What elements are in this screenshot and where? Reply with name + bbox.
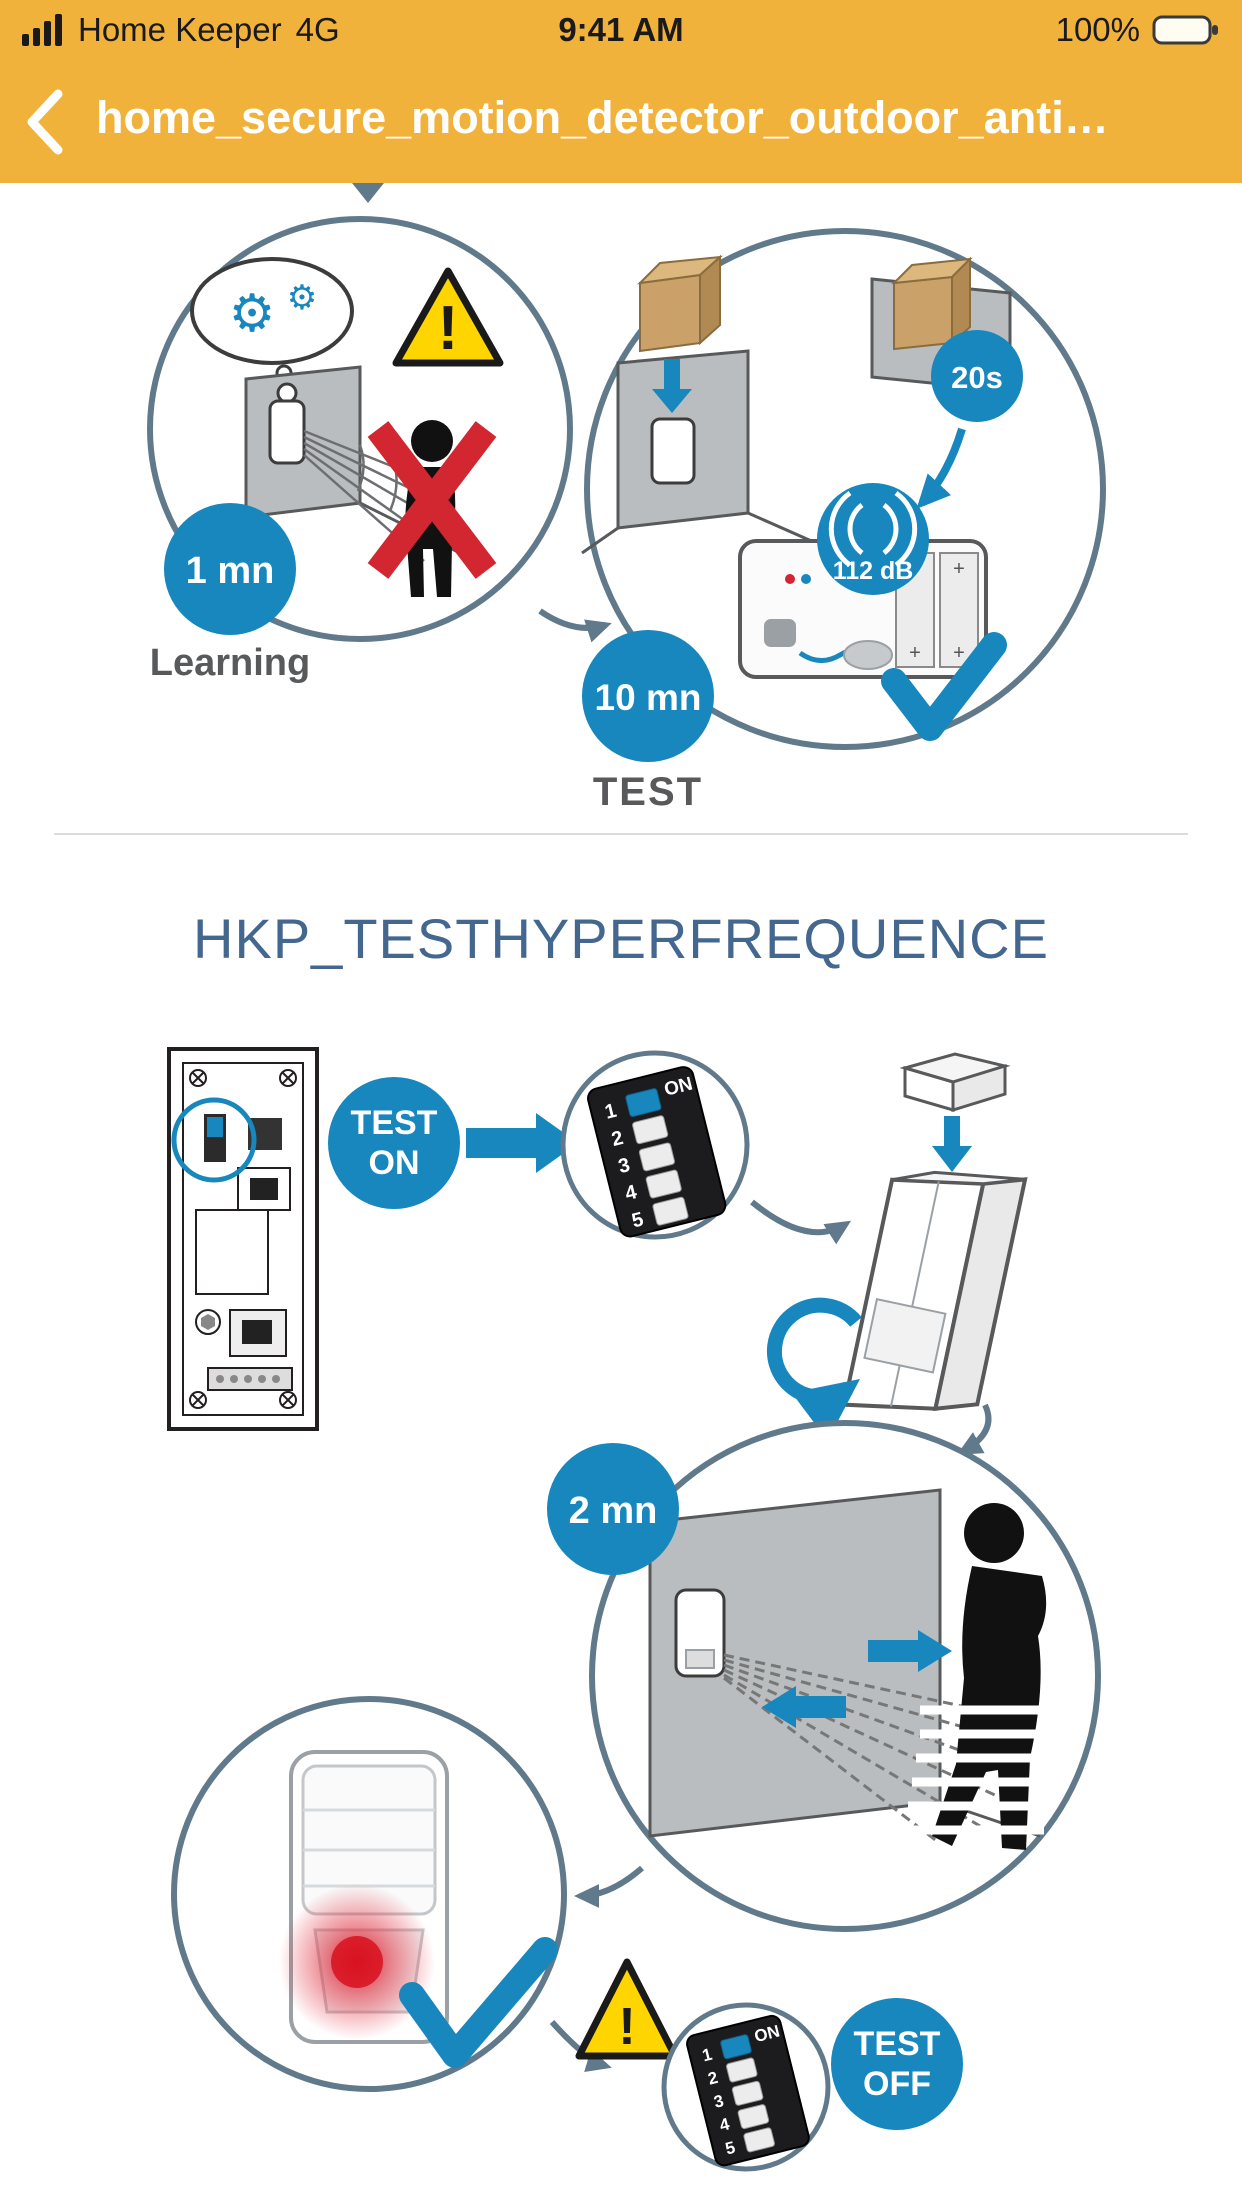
delay-badge	[931, 330, 1023, 422]
battery-holder	[195, 1209, 269, 1295]
dip-switch-detail: ON 1 2 3 4 5	[560, 1050, 750, 1240]
walk-test-illustration: 2 mn	[547, 1420, 1101, 1932]
detector-interior-view	[167, 1047, 319, 1431]
gear-icon: ⚙	[287, 279, 317, 317]
dip-switch-2	[632, 1115, 669, 1145]
walk-duration-label: 2 mn	[569, 1490, 658, 1532]
step-connector-arrow	[956, 1403, 992, 1455]
warning-icon: !	[392, 267, 504, 367]
test-off-badge: TEST OFF	[831, 1998, 963, 2130]
checkmark-icon	[881, 632, 1007, 741]
battery-percent-label: 100%	[1055, 11, 1140, 48]
siren-unit: + + + +	[738, 539, 988, 679]
network-type-label: 4G	[295, 11, 340, 48]
carrier-label: Home Keeper	[78, 11, 282, 48]
siren-volume-badge: 112 dB	[817, 483, 929, 595]
switch-highlight-ring	[171, 1097, 257, 1183]
nav-bar: home_secure_motion_detector_outdoor_anti…	[0, 60, 1242, 183]
test-duration-label: 10 mn	[595, 677, 702, 718]
step-connector-arrow	[750, 1199, 852, 1245]
walking-person-silhouette	[904, 1503, 1055, 1850]
cover-slab	[899, 1052, 1011, 1113]
led-confirmation-illustration	[171, 1696, 567, 2092]
dip-switch-4	[645, 1169, 682, 1199]
dip-switch-5	[743, 2127, 775, 2153]
battery-icon	[1152, 15, 1218, 45]
test-on-line1: TEST	[351, 1104, 438, 1142]
checkmark-icon	[399, 1937, 558, 2068]
dip-switch-1	[625, 1088, 662, 1117]
back-chevron-icon[interactable]	[18, 84, 74, 160]
learning-test-diagram: ⚙ ⚙	[147, 183, 1106, 814]
test-off-line2: OFF	[863, 2065, 931, 2103]
test-on-badge: TEST ON	[328, 1077, 460, 1209]
close-cover-illustration	[766, 1052, 1028, 1441]
learning-illustration: ⚙ ⚙	[147, 216, 573, 684]
thought-bubble	[190, 257, 354, 365]
section-title: HKP_TESTHYPERFREQUENCE	[193, 907, 1049, 970]
learning-duration-label: 1 mn	[186, 550, 275, 592]
test-on-arrow-icon	[466, 1113, 578, 1173]
beam-stripes	[904, 1705, 1055, 1835]
battery-plus-mark: +	[953, 642, 965, 664]
dip-number: 2	[706, 2068, 720, 2089]
duration-badge	[164, 503, 296, 635]
dip-number: 2	[609, 1127, 625, 1151]
dip-switch-detail: ON 1 2 3 4 5	[661, 2002, 831, 2172]
learning-caption: Learning	[150, 642, 310, 684]
walk-direction-arrow-right	[868, 1630, 952, 1672]
cardboard-box	[637, 254, 723, 353]
test-caption: TEST	[593, 770, 703, 814]
duration-badge	[582, 630, 714, 762]
hyperfrequency-test-diagram: TEST ON ON 1	[167, 1047, 1101, 2172]
step-connector-arrow	[574, 1865, 644, 1908]
dip-number: 3	[616, 1154, 632, 1178]
dip-switch-3	[638, 1142, 675, 1172]
warning-icon: !	[575, 1958, 679, 2060]
step-connector-arrow	[538, 608, 612, 643]
dip-number: 1	[700, 2045, 714, 2066]
dip-number: 3	[712, 2091, 726, 2112]
gear-icon: ⚙	[229, 285, 276, 343]
rotate-arrow-icon	[766, 1297, 862, 1441]
battery-slot	[939, 552, 979, 668]
cover-arrow-icon	[932, 1116, 972, 1172]
exclamation-mark: !	[438, 294, 459, 363]
test-off-line1: TEST	[854, 2025, 941, 2063]
battery-plus-mark: +	[909, 642, 921, 664]
app-header: Home Keeper 4G 9:41 AM 100% home_secure_…	[0, 0, 1242, 183]
section-divider	[54, 833, 1188, 835]
detector-body	[841, 1170, 1028, 1412]
cover-arrow-icon	[652, 359, 692, 413]
battery-plus-mark: +	[953, 558, 965, 580]
document-scroll-area[interactable]: ⚙ ⚙	[0, 183, 1242, 2208]
dip-switch-5	[652, 1196, 689, 1226]
walk-direction-arrow-left	[762, 1686, 846, 1728]
signal-bars-icon	[22, 14, 62, 46]
dip-switch-4	[737, 2104, 770, 2130]
status-bar: Home Keeper 4G 9:41 AM 100%	[0, 0, 1242, 60]
duration-badge	[547, 1443, 679, 1575]
clock-label: 9:41 AM	[558, 11, 684, 48]
cardboard-box	[891, 256, 973, 351]
dip-number: 5	[630, 1208, 646, 1232]
test-on-line2: ON	[369, 1144, 420, 1182]
delay-label: 20s	[951, 360, 1003, 395]
scroll-continuation-arrow-icon	[352, 183, 384, 203]
document-title: home_secure_motion_detector_outdoor_anti…	[96, 92, 1109, 143]
siren-test-illustration: 20s + + + +	[581, 228, 1106, 814]
motion-detector	[650, 417, 696, 485]
dip-switch-3	[731, 2080, 764, 2106]
dip-number: 1	[603, 1100, 619, 1124]
motion-detector	[268, 399, 306, 465]
dip-switch-2	[726, 2057, 758, 2083]
siren-volume-label: 112 dB	[833, 557, 914, 585]
dip-switch-1	[720, 2034, 752, 2060]
dip-number: 5	[723, 2138, 737, 2159]
forbidden-cross-icon	[367, 421, 497, 579]
screws	[189, 1069, 297, 1409]
delay-arrow	[916, 427, 966, 509]
exclamation-mark: !	[618, 1998, 635, 2056]
